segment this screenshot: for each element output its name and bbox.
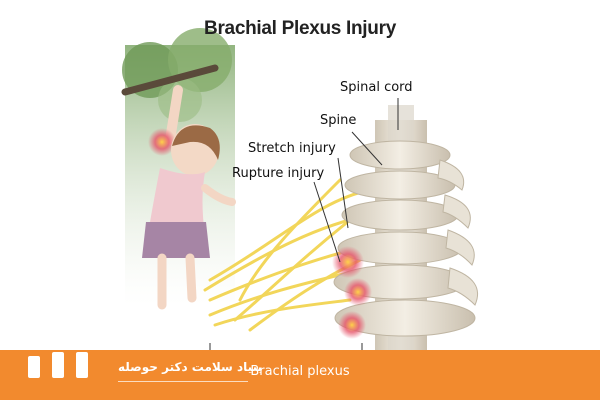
spine-label: Spine bbox=[320, 113, 357, 128]
rupture-injury-label: Rupture injury bbox=[232, 166, 325, 181]
injury-markers bbox=[332, 246, 372, 339]
child-figure bbox=[142, 85, 236, 310]
brand-name: بنیاد سلامت دکتر حوصله bbox=[118, 360, 262, 374]
footer-banner bbox=[0, 350, 600, 400]
brand-divider bbox=[118, 381, 248, 382]
stretch-injury-label: Stretch injury bbox=[248, 141, 336, 156]
brachial-plexus-label: Brachial plexus bbox=[250, 364, 350, 379]
page-title: Brachial Plexus Injury bbox=[204, 18, 396, 39]
brand-logo-icon bbox=[26, 324, 92, 378]
spine-column bbox=[333, 105, 479, 350]
spinal-cord-label: Spinal cord bbox=[340, 80, 413, 95]
